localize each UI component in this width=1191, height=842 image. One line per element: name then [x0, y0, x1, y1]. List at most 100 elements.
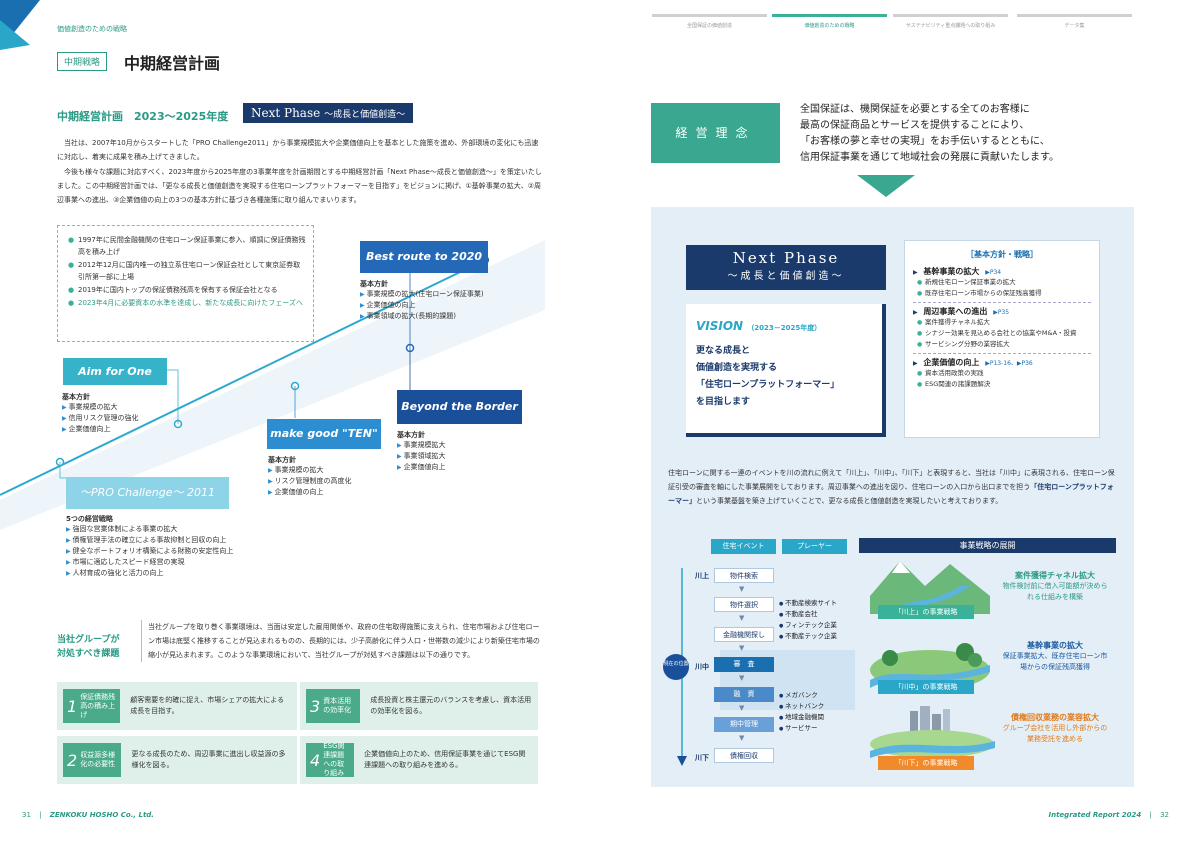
policy-heading: 基本方針 — [62, 393, 90, 401]
strategy-item: 資本活用政策の実践 — [913, 368, 1091, 379]
flow-step-current: 審 査 — [714, 657, 774, 672]
strategy-item: 新規住宅ローン保証事業の拡大 — [913, 277, 1091, 288]
tab-value-creation[interactable]: 全国保証の価値創造 — [652, 14, 767, 29]
history-item: 2012年12月に国内唯一の独立系住宅ローン保証会社として東京証券取引所第一部に… — [68, 259, 307, 283]
policy-item: 企業価値の向上 — [268, 487, 352, 498]
policy-item: 事業規模の拡大 — [268, 465, 352, 476]
vision-title: VISION （2023－2025年度） — [696, 319, 872, 333]
river-paragraph: 住宅ローンに関する一連のイベントを川の流れに例えて「川上」、「川中」、「川下」と… — [668, 466, 1118, 508]
player-item: サービサー — [779, 723, 824, 734]
next-phase-badge: Next Phase ～成長と価値創造～ — [243, 103, 414, 123]
expansion-middle: 基幹事業の拡大 保証事業拡大、既存住宅ローン市場からの保証残高獲得 — [1000, 640, 1110, 673]
policy-border: 基本方針 事業規模拡大 事業領域拡大 企業価値向上 — [397, 430, 446, 473]
philosophy-line: 信用保証事業を通じて地域社会の発展に貢献いたします。 — [800, 152, 1059, 163]
vision-line: 更なる成長と — [696, 346, 751, 356]
issue-description: 企業価値向上のため、信用保証事業を通じてESG関連課題への取り組みを進める。 — [364, 750, 526, 769]
flow-step: 物件検索 — [714, 568, 774, 583]
philosophy-line: 最高の保証商品とサービスを提供することにより、 — [800, 120, 1030, 131]
next-phase-sub: ～成長と価値創造～ — [324, 110, 406, 120]
issue-name: 資本活用の効率化 — [323, 697, 352, 714]
policy-item: 強固な営業体制による事業の拡大 — [66, 524, 233, 535]
divider — [913, 353, 1091, 354]
lower-strategy-label: 「川下」の事業戦略 — [878, 756, 974, 770]
player-item: ネットバンク — [779, 701, 824, 712]
issue-description: 更なる成長のため、周辺事業に進出し収益源の多様化を図る。 — [131, 750, 286, 769]
strategy-heading-text: 企業価値の向上 — [923, 358, 980, 367]
issue-number: 4 — [310, 750, 321, 770]
footer-left: 31 | ZENKOKU HOSHO Co., Ltd. — [22, 811, 154, 819]
policy-item: 事業規模拡大 — [397, 440, 446, 451]
player-item: 地域金融機関 — [779, 712, 824, 723]
player-item: フィンテック企業 — [779, 620, 837, 631]
expansion-description: グループ会社を活用し外部からの業務受託を進める — [1002, 724, 1108, 743]
policy-item: 企業価値の向上 — [360, 300, 484, 311]
tab-sustainability[interactable]: サステナビリティ重点課題への取り組み — [893, 14, 1008, 29]
philosophy-line: 全国保証は、機関保証を必要とする全てのお客様に — [800, 104, 1030, 115]
expansion-description: 物件検討前に借入可能額が決められる仕組みを構築 — [1002, 582, 1108, 601]
phase-best-route: Best route to 2020 — [360, 241, 488, 273]
phase-make-good-ten: make good "TEN" — [267, 419, 381, 449]
vision-box: VISION （2023－2025年度） 更なる成長と 価値創造を実現する 「住… — [686, 304, 886, 437]
next-phase-banner-main: Next Phase — [732, 249, 840, 267]
philosophy-text: 全国保証は、機関保証を必要とする全てのお客様に 最高の保証商品とサービスを提供す… — [800, 102, 1059, 166]
flow-step: 物件選択 — [714, 597, 774, 612]
expansion-upper: 案件獲得チャネル拡大 物件検討前に借入可能額が決められる仕組みを構築 — [1000, 570, 1110, 603]
vision-line: 「住宅ローンプラットフォーマー」 — [696, 380, 840, 390]
flow-step: 金融機関探し — [714, 627, 774, 642]
policy-heading: 基本方針 — [360, 280, 388, 288]
policy-best: 基本方針 事業規模の拡大(住宅ローン保証事業) 企業価値の向上 事業領域の拡大(… — [360, 279, 484, 322]
issues-heading: 当社グループが対処すべき課題 — [57, 635, 120, 659]
page-ref-link[interactable]: ▶P13-16、▶P36 — [985, 360, 1033, 367]
forest-river-illustration — [870, 643, 990, 688]
vision-label: VISION — [696, 319, 744, 333]
issue-card: 1 保証債務残高の積み上げ 顧客需要を的確に捉え、市場シェアの拡大による成長を目… — [57, 682, 297, 730]
middle-strategy-label: 「川中」の事業戦略 — [878, 680, 974, 694]
issue-card: 2 収益源多様化の必要性 更なる成長のため、周辺事業に進出し収益源の多様化を図る… — [57, 736, 297, 784]
flow-step: 融 資 — [714, 687, 774, 702]
policy-item: 市場に適応したスピード経営の実現 — [66, 557, 233, 568]
next-phase-main: Next Phase — [251, 106, 321, 120]
tab-data[interactable]: データ集 — [1017, 14, 1132, 29]
down-arrow-icon — [857, 175, 915, 197]
next-phase-banner-sub: ～成長と価値創造～ — [727, 271, 845, 282]
page-ref-link[interactable]: ▶P34 — [985, 269, 1002, 276]
issue-card: 4 ESG関連課題への取り組み 企業価値向上のため、信用保証事業を通じてESG関… — [300, 736, 538, 784]
strategy-heading: 企業価値の向上 ▶P13-16、▶P36 — [913, 357, 1091, 368]
phase-beyond-border: Beyond the Border — [397, 390, 522, 424]
policy-heading: 5つの経営戦略 — [66, 515, 113, 523]
issue-number: 3 — [310, 696, 321, 716]
city-river-illustration — [870, 706, 995, 758]
history-item-highlight: 2023年4月に必要資本の水準を達成し、新たな成長に向けたフェーズへ — [68, 297, 307, 309]
down-triangle-icon: ▼ — [739, 614, 745, 622]
strategy-heading: 基幹事業の拡大 ▶P34 — [913, 266, 1091, 277]
page-ref-link[interactable]: ▶P35 — [993, 309, 1010, 316]
expansion-title: 債権回収業務の業容拡大 — [1011, 713, 1099, 722]
current-position-badge: 現在の位置 — [663, 654, 689, 680]
policy-item: 信用リスク管理の強化 — [62, 413, 139, 424]
down-triangle-icon: ▼ — [739, 734, 745, 742]
flow-step: 債権回収 — [714, 748, 774, 763]
issue-name: 保証債務残高の積み上げ — [80, 692, 116, 719]
strategy-item: サービシング分野の業容拡大 — [913, 339, 1091, 350]
issue-number: 1 — [67, 696, 78, 716]
history-box: 1997年に民間金融機関の住宅ローン保証事業に参入、順調に保証債務残高を積み上げ… — [57, 225, 314, 342]
intro-paragraph-2: 今後も様々な課題に対応すべく、2023年度から2025年度の3事業年度を計画期間… — [57, 168, 542, 204]
policy-item: 事業規模の拡大 — [62, 402, 139, 413]
strategy-heading-text: 周辺事業への進出 — [923, 307, 988, 316]
river-text-b: という事業基盤を築き上げていくことで、更なる成長と価値創造を実現したいと考えてお… — [696, 497, 1003, 505]
phase-pro-challenge: ～PRO Challenge～ 2011 — [66, 477, 229, 509]
policy-item: 債権管理手法の確立による事故抑制と回収の向上 — [66, 535, 233, 546]
down-triangle-icon: ▼ — [739, 644, 745, 652]
next-phase-banner: Next Phase ～成長と価値創造～ — [686, 245, 886, 290]
policy-item: 事業領域の拡大(長期的課題) — [360, 311, 484, 322]
tab-strategy[interactable]: 価値創造のための戦略 — [772, 14, 887, 29]
expansion-title: 案件獲得チャネル拡大 — [1015, 571, 1095, 580]
river-text-highlight: 「住宅ローンプラットフォーマー」 — [668, 483, 1114, 505]
strategy-box: ［基本方針・戦略］ 基幹事業の拡大 ▶P34 新規住宅ローン保証事業の拡大 既存… — [904, 240, 1100, 438]
footer-right: Integrated Report 2024 | 32 — [1048, 811, 1170, 819]
divider — [913, 302, 1091, 303]
issues-paragraph: 当社グループを取り巻く事業環境は、当面は安定した雇用関係や、政府の住宅取得施策に… — [141, 620, 541, 662]
policy-item: 人材育成の強化と活力の向上 — [66, 568, 233, 579]
players-upper: 不動産検索サイト 不動産会社 フィンテック企業 不動産テック企業 — [779, 598, 837, 642]
strategy-heading: 周辺事業への進出 ▶P35 — [913, 306, 1091, 317]
